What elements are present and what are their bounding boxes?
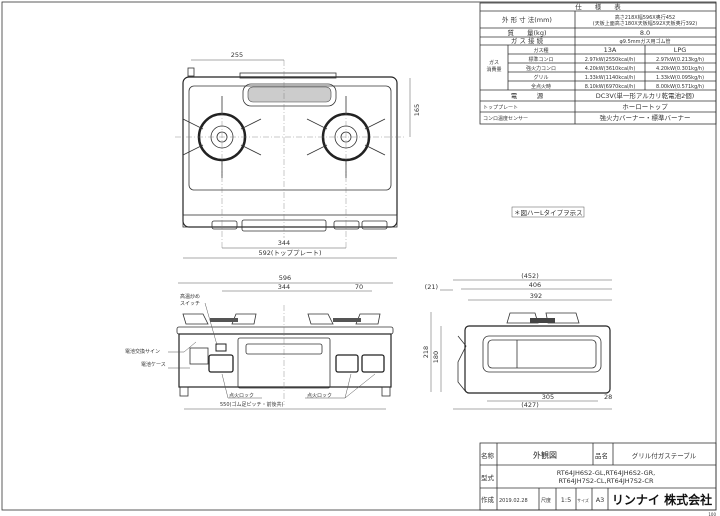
product-value: グリル付ガステーブル <box>632 451 697 460</box>
knob-left <box>208 354 234 373</box>
name-value: 外観図 <box>533 450 557 460</box>
row-label: 強火力コンロ <box>526 65 556 72</box>
gas-type-lpg: LPG <box>674 46 687 54</box>
row-label: 標準コンロ <box>528 56 553 63</box>
created-label: 作成 <box>481 495 495 504</box>
battery-case-label: 電池ケース <box>141 361 166 368</box>
dim-344: 344 <box>278 283 290 291</box>
row-13a: 1.33kW(1140kcal/h) <box>585 75 636 81</box>
corner-mark: 100 <box>708 512 716 516</box>
gas-row: 強火力コンロ 4.20kW(3610kcal/h) 4.20kW(0.301kg… <box>526 65 704 72</box>
gas-row: 全点火時 8.10kW(6970kcal/h) 8.00kW(0.571kg/h… <box>531 83 704 90</box>
dim-452: (452) <box>521 272 538 280</box>
company-logo: リンナイ 株式会社 <box>612 492 712 507</box>
gas-type-label: ガス種 <box>533 47 548 54</box>
front-view: 596 344 70 高温炒め スイッチ 電池交換サイン 電池ケース 点火ロック… <box>125 274 394 410</box>
title-block: 名称 外観図 品名 グリル付ガステーブル 型式 RT64JH6S2-GL,RT6… <box>479 442 716 516</box>
high-temp-switch <box>215 343 227 352</box>
gas-consumption-label: ガス <box>489 59 499 66</box>
spec-table: 仕 様 表 外 形 寸 法(mm) 高さ218X幅596X奥行452 (天板上面… <box>479 2 717 125</box>
high-temp-switch-label: 高温炒め <box>180 293 200 300</box>
dim-255: 255 <box>231 51 243 59</box>
gas-row: 標準コンロ 2.97kW(2550kcal/h) 2.97kW(0.213kg/… <box>528 56 704 63</box>
product-label: 品名 <box>595 451 608 460</box>
dim-592: 592(トッププレート) <box>259 249 322 257</box>
row-lpg: 4.20kW(0.301kg/h) <box>656 66 704 72</box>
dim-305: 305 <box>542 393 554 401</box>
high-temp-switch-label-2: スイッチ <box>180 301 200 307</box>
outer-dims-label: 外 形 寸 法(mm) <box>502 15 552 24</box>
dim-596: 596 <box>279 274 291 282</box>
dim-21: (21) <box>425 283 438 291</box>
sensor-label: コンロ温度センサー <box>483 115 528 122</box>
size-label: サイズ <box>577 497 589 503</box>
row-label: 全点火時 <box>531 83 551 90</box>
row-13a: 8.10kW(6970kcal/h) <box>585 84 636 90</box>
battery-case <box>189 347 209 365</box>
spec-title: 仕 様 表 <box>575 2 621 11</box>
knob-center <box>335 354 359 373</box>
sensor-value: 強火力バーナー・標準バーナー <box>600 113 691 122</box>
model-line-2: RT64JH7S2-CL,RT64JH7S2-CR <box>559 477 654 485</box>
outer-dims-value: 高さ218X幅596X奥行452 <box>615 14 675 21</box>
dim-70: 70 <box>355 283 363 291</box>
row-lpg: 1.33kW(0.095kg/h) <box>656 75 704 81</box>
battery-sign-label: 電池交換サイン <box>125 348 160 355</box>
row-13a: 2.97kW(2550kcal/h) <box>585 57 636 63</box>
scale-label: 尺度 <box>541 497 551 504</box>
outer-dims-subvalue: (天板上面高さ180X天板幅592X天板奥行392) <box>593 20 697 27</box>
power-value: DC3V(単一形アルカリ乾電池2個) <box>596 91 695 100</box>
gas-connection-label: ガ ス 接 続 <box>511 36 544 45</box>
side-view: (452) (21) 406 392 218 180 305 28 (427) <box>422 272 612 410</box>
size-value: A3 <box>596 496 605 504</box>
created-date: 2019.02.28 <box>499 498 528 504</box>
dim-28: 28 <box>604 393 612 401</box>
row-lpg: 8.00kW(0.571kg/h) <box>656 84 704 90</box>
ignition-lock-right-label: 点火ロック <box>307 393 332 399</box>
name-label: 名称 <box>481 451 495 460</box>
top-view: 255 165 344 592(トッププレート) <box>175 51 421 259</box>
note-box <box>511 206 585 218</box>
gas-consumption-label-2: 消費量 <box>486 66 501 73</box>
row-lpg: 2.97kW(0.213kg/h) <box>656 57 704 63</box>
row-label: グリル <box>533 74 548 81</box>
gas-type-13a: 13A <box>604 46 617 54</box>
weight-label: 質 量(kg) <box>508 28 547 37</box>
note-text: ＊図ハーLタイプヲ示ス <box>514 208 583 217</box>
dim-180: 180 <box>432 351 440 363</box>
dim-344: 344 <box>278 239 290 247</box>
dim-165: 165 <box>413 104 421 116</box>
weight-value: 8.0 <box>640 29 650 37</box>
gas-row: グリル 1.33kW(1140kcal/h) 1.33kW(0.095kg/h) <box>533 74 704 81</box>
topplate-value: ホーロートップ <box>622 103 668 111</box>
gas-connection-value: φ9.5mmガス用ゴム管 <box>620 38 671 45</box>
row-13a: 4.20kW(3610kcal/h) <box>585 66 636 72</box>
knob-right <box>361 354 385 373</box>
ignition-lock-left-label: 点火ロック <box>229 393 254 399</box>
scale-value: 1:5 <box>561 496 571 504</box>
dim-392: 392 <box>530 292 542 300</box>
dim-550: 550(ゴム足ピッチ・前後共) <box>220 401 283 408</box>
dim-406: 406 <box>529 281 541 289</box>
model-label: 型式 <box>481 473 495 482</box>
dim-427: (427) <box>521 401 538 409</box>
power-label: 電 源 <box>511 91 544 100</box>
model-line-1: RT64JH6S2-GL,RT64JH6S2-GR, <box>557 469 655 477</box>
topplate-label: トッププレート <box>483 105 518 111</box>
dim-218: 218 <box>422 346 430 358</box>
